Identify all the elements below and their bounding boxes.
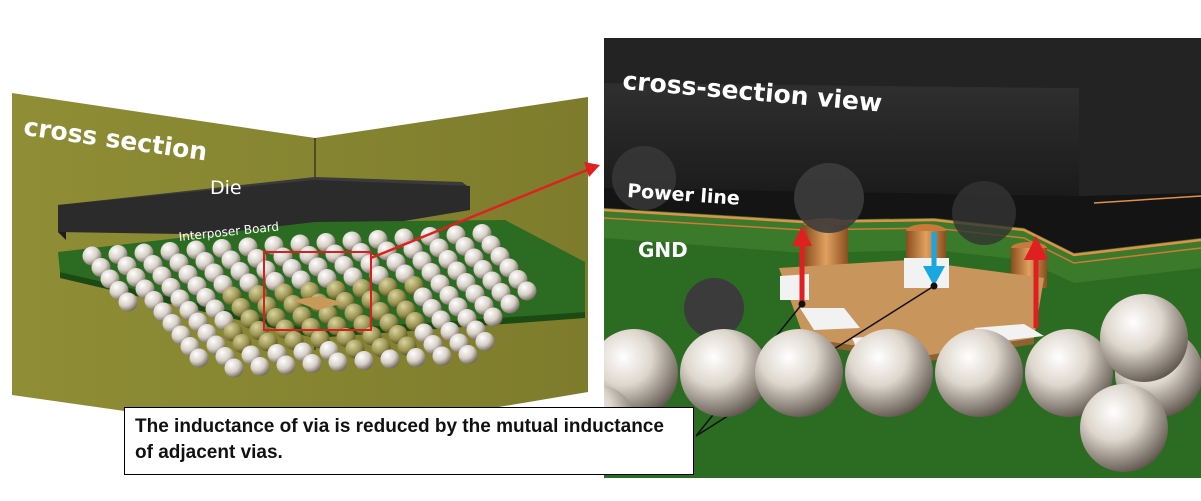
solder-ball-large bbox=[755, 329, 843, 417]
highlight-box bbox=[263, 251, 372, 331]
cross-section-view-panel: cross-section view Power line GND bbox=[604, 38, 1201, 478]
solder-ball bbox=[500, 294, 520, 314]
die-body bbox=[604, 38, 1201, 196]
solder-ball bbox=[475, 332, 495, 351]
solder-ball bbox=[517, 281, 537, 301]
die-label: Die bbox=[210, 177, 242, 199]
dark-ball bbox=[684, 278, 744, 338]
zoom-arrow-line bbox=[370, 166, 593, 260]
solder-ball bbox=[302, 354, 322, 373]
interposer-edge bbox=[60, 272, 585, 338]
solder-ball bbox=[380, 349, 400, 369]
overlay-layer bbox=[263, 162, 600, 331]
blue-arrow-head bbox=[923, 266, 945, 286]
background-ball-faint-3 bbox=[612, 146, 676, 210]
solder-ball bbox=[224, 358, 244, 378]
solder-ball-large bbox=[845, 329, 933, 417]
solder-ball bbox=[250, 357, 270, 376]
solder-ball-large bbox=[1080, 384, 1168, 472]
solder-ball-large bbox=[1100, 294, 1188, 382]
solder-ball-large bbox=[1025, 329, 1113, 417]
gnd-label: GND bbox=[638, 238, 688, 262]
die-trace bbox=[1093, 195, 1201, 204]
white-pad-left-bot bbox=[800, 308, 860, 330]
solder-ball bbox=[458, 345, 478, 364]
solder-ball bbox=[406, 348, 426, 367]
solder-ball-large bbox=[935, 329, 1023, 417]
background-ball-faint-2 bbox=[952, 181, 1016, 245]
solder-ball bbox=[354, 351, 374, 370]
red-arrow-left-head bbox=[792, 226, 812, 246]
die-face bbox=[604, 83, 1079, 196]
package-overview: cross section Die Interposer Board bbox=[0, 0, 600, 501]
solder-ball bbox=[189, 348, 209, 368]
board-upper-green bbox=[604, 208, 1201, 293]
zoom-arrow-head bbox=[584, 162, 600, 177]
solder-ball bbox=[328, 352, 348, 372]
solder-ball bbox=[276, 355, 296, 375]
red-arrow-right-head bbox=[1024, 236, 1048, 260]
callout-box: The inductance of via is reduced by the … bbox=[124, 407, 694, 475]
solder-ball-grid bbox=[82, 224, 537, 378]
white-pad-mid bbox=[904, 258, 949, 288]
via-pad-cross bbox=[292, 296, 344, 310]
solder-ball-large bbox=[680, 329, 768, 417]
solder-ball bbox=[118, 292, 138, 312]
solder-balls-large bbox=[604, 294, 1201, 472]
background-ball-faint-1 bbox=[794, 163, 864, 233]
callout-text: The inductance of via is reduced by the … bbox=[135, 416, 664, 463]
solder-ball bbox=[432, 346, 452, 366]
solder-ball bbox=[483, 307, 503, 327]
